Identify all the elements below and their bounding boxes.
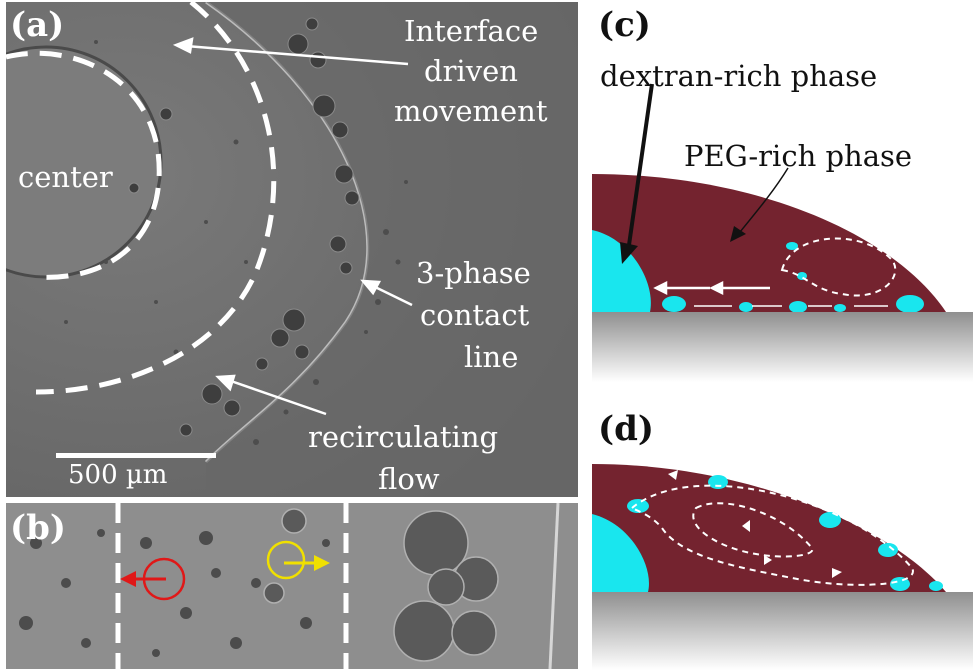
- panel-label-a: (a): [10, 5, 65, 45]
- outer-dashed-boundary: [35, 2, 277, 395]
- contact-line-label-line3: line: [464, 340, 519, 374]
- contact-line-label-line2: contact: [420, 298, 530, 332]
- panel-d-schematic: (d): [592, 408, 973, 670]
- yellow-right-arrow: [314, 555, 330, 571]
- flow-arrows-c: [653, 280, 888, 307]
- loop-arrowheads-d: [668, 470, 842, 578]
- annotation-arrows: [172, 37, 413, 416]
- peg-phase-label: PEG-rich phase: [684, 139, 913, 173]
- dextran-core: [592, 230, 651, 312]
- interface-label-line3: movement: [394, 94, 548, 128]
- interface-label-line1: Interface: [404, 14, 539, 48]
- yellow-tracked-particle: [266, 540, 306, 580]
- speckle-field: [64, 40, 408, 445]
- substrate-d: [592, 592, 973, 670]
- panel-c-schematic: (c) dextran-rich phase PEG-rich phase: [592, 2, 973, 382]
- interface-label-line2: driven: [424, 54, 518, 88]
- scale-bar-label: 500 µm: [68, 460, 168, 490]
- inner-recirc-loop-d: [692, 502, 814, 558]
- micrograph-a-drawing: [6, 2, 578, 497]
- recirc-label-line1: recirculating: [308, 420, 499, 454]
- panel-b-micrograph: (b): [6, 503, 578, 669]
- large-droplets-b: [263, 508, 499, 662]
- panel-label-c: (c): [598, 5, 651, 45]
- peg-rich-drop: [592, 174, 946, 312]
- contact-line-label-line1: 3-phase: [416, 256, 531, 290]
- red-left-arrow: [120, 571, 136, 587]
- schematic-d-drawing: [592, 464, 973, 670]
- micrograph-b-drawing: [6, 503, 578, 669]
- panel-label-b: (b): [10, 508, 66, 548]
- dextran-phase-label: dextran-rich phase: [600, 59, 878, 93]
- dextran-core-d: [592, 514, 649, 592]
- substrate-c: [592, 312, 973, 382]
- peg-callout-arrow: [739, 167, 789, 233]
- recirc-label-line2: flow: [378, 462, 440, 496]
- center-label: center: [18, 160, 113, 194]
- dextran-droplets-c: [662, 242, 924, 313]
- scale-bar: [56, 453, 216, 458]
- speckle-field-b: [19, 529, 330, 657]
- outer-recirc-loop-d: [630, 484, 914, 586]
- peg-rich-drop-d: [592, 464, 946, 592]
- panel-label-d: (d): [598, 409, 654, 449]
- dextran-droplets-d: [627, 475, 943, 592]
- dextran-callout-arrow: [626, 83, 654, 253]
- panel-a-micrograph: (a) center Interface driven movement 3-p…: [6, 2, 578, 497]
- recirculation-loop-c: [780, 237, 897, 297]
- schematic-c-drawing: [592, 83, 973, 382]
